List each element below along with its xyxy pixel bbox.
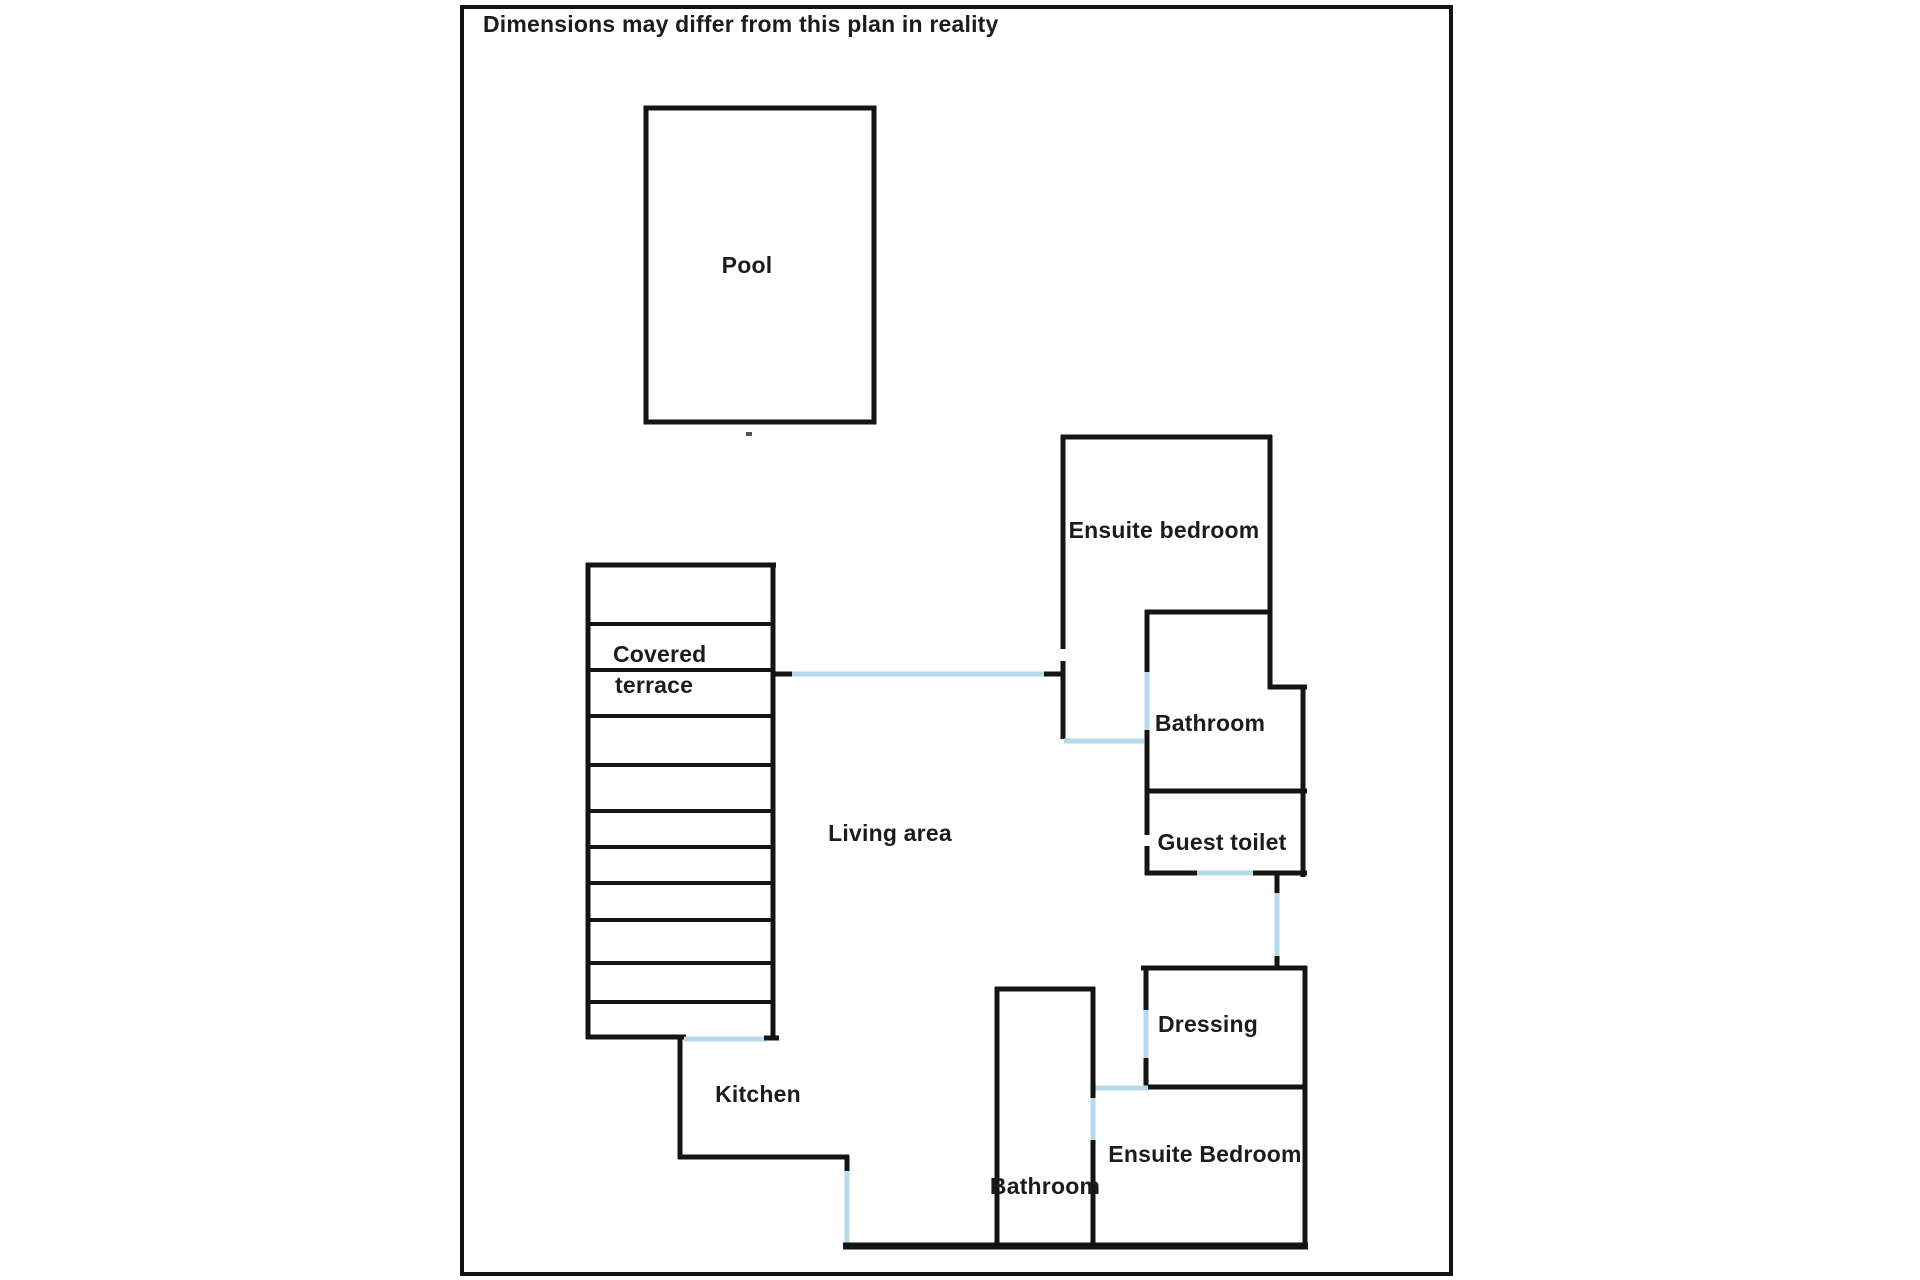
label-bathroom-top: Bathroom [1155, 710, 1265, 736]
pool-small-mark [746, 432, 752, 436]
plan-outer-border [460, 5, 1453, 1276]
label-living-area: Living area [828, 820, 952, 846]
label-covered-terrace-line1: Covered [613, 641, 706, 667]
label-pool: Pool [722, 252, 773, 278]
label-ensuite-bedroom-top: Ensuite bedroom [1069, 517, 1260, 543]
label-guest-toilet: Guest toilet [1158, 829, 1287, 855]
pool-outline [643, 105, 877, 425]
label-ensuite-bedroom-bottom: Ensuite Bedroom [1108, 1141, 1301, 1167]
label-bathroom-bottom: Bathroom [990, 1173, 1100, 1199]
label-kitchen: Kitchen [715, 1081, 801, 1107]
plan-disclaimer-title: Dimensions may differ from this plan in … [483, 11, 999, 37]
label-covered-terrace-line2: terrace [615, 672, 693, 698]
label-dressing: Dressing [1158, 1011, 1258, 1037]
